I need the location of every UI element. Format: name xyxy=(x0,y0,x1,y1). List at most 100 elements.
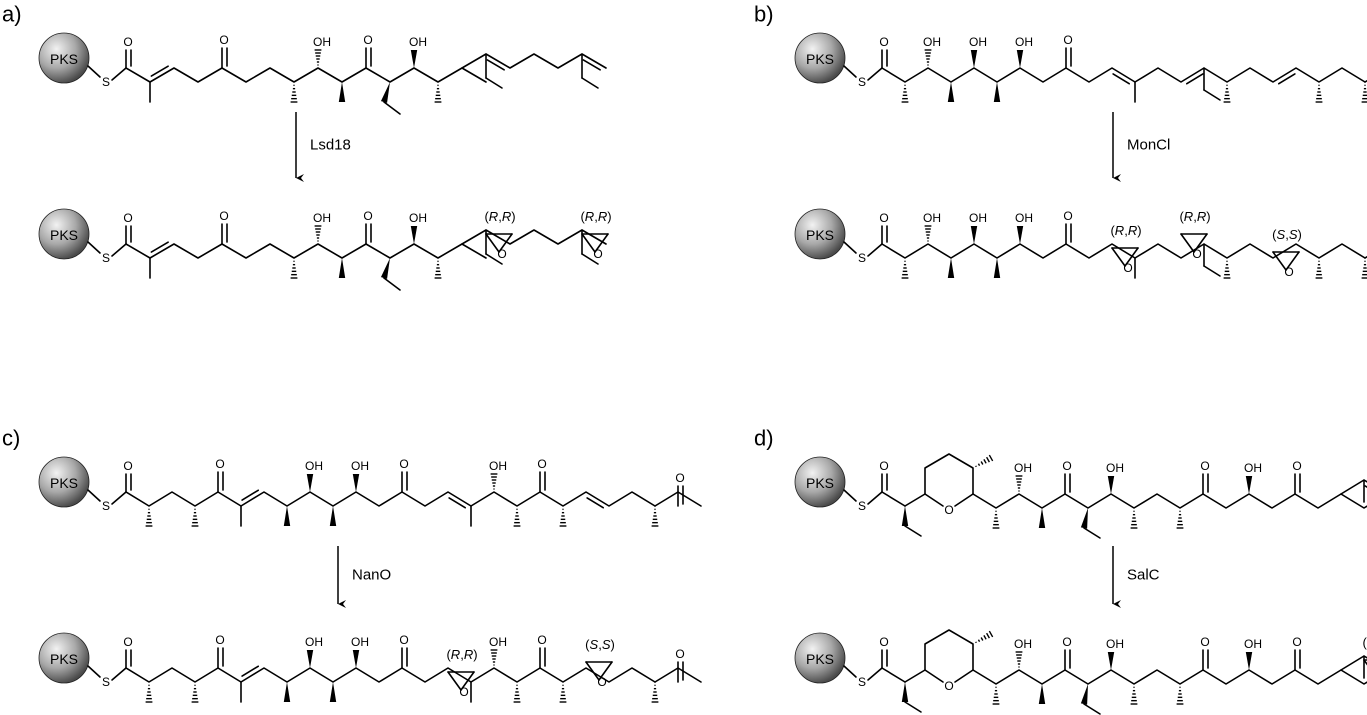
epoxide-ring: O (S,S) xyxy=(1272,227,1302,280)
hash-stroke xyxy=(980,461,984,465)
hash-stroke xyxy=(980,637,984,641)
wedge-bond xyxy=(306,650,314,668)
wedge-bond xyxy=(1080,508,1088,529)
wedge-bond xyxy=(338,258,346,278)
pks-sphere xyxy=(794,32,846,84)
epoxide-oxygen: O xyxy=(597,675,606,689)
pks-domain: PKS xyxy=(38,632,90,684)
chain-bond xyxy=(881,667,906,683)
epoxide-co-bond xyxy=(1272,251,1287,271)
pks-label: PKS xyxy=(50,651,78,667)
hash-bond xyxy=(559,508,567,527)
sulfur-atom: S xyxy=(102,499,110,513)
wedge-bond xyxy=(283,506,291,526)
carbon-chain xyxy=(881,243,1366,259)
ring-oxygen: O xyxy=(944,503,953,517)
ring-bond xyxy=(954,493,974,507)
hash-stroke xyxy=(986,632,990,639)
carbon-chain xyxy=(972,493,1367,509)
carbonyl-oxygen: O xyxy=(123,211,132,225)
epoxide-co-bond xyxy=(581,233,596,253)
epoxide-co-bond xyxy=(485,233,500,253)
wedge-bond xyxy=(993,258,1001,278)
pks-s-bond xyxy=(87,489,101,502)
hash-bond xyxy=(924,49,932,66)
hydroxyl-group: OH xyxy=(1015,35,1033,49)
s-carbonyl-bond xyxy=(111,243,127,257)
hash-bond xyxy=(975,630,994,644)
carbonyl-oxygen: O xyxy=(879,635,888,649)
wedge-bond xyxy=(1080,684,1088,705)
wedge-bond xyxy=(380,258,390,279)
ketone-oxygen: O xyxy=(219,209,228,223)
hash-bond xyxy=(1130,510,1138,529)
hash-bond xyxy=(145,508,153,527)
carbon-chain xyxy=(881,67,1366,83)
hash-bond xyxy=(314,225,322,242)
pks-sphere xyxy=(794,456,846,508)
epoxide-co-bond xyxy=(594,233,609,253)
wedge-bond xyxy=(901,682,909,702)
wedge-bond xyxy=(993,82,1001,102)
hash-stroke xyxy=(975,465,977,468)
sulfur-atom: S xyxy=(102,251,110,265)
stereo-descriptor: (R,R) xyxy=(1179,209,1210,224)
hash-bond xyxy=(490,473,498,490)
hash-bond xyxy=(1361,84,1367,103)
wedge-bond xyxy=(947,258,955,278)
enzyme-label: SalC xyxy=(1127,567,1160,584)
hash-bond xyxy=(651,684,659,703)
epoxide-oxygen: O xyxy=(1284,265,1293,279)
epoxide-ring: O(R,R) xyxy=(1179,209,1210,262)
hash-stroke xyxy=(988,454,994,462)
ethyl-bond xyxy=(1203,265,1221,277)
wedge-bond xyxy=(1107,652,1115,670)
pks-label: PKS xyxy=(50,51,78,67)
ethyl-bond xyxy=(1203,89,1221,101)
carbon-chain xyxy=(125,243,487,259)
hash-bond xyxy=(314,49,322,66)
epoxide-co-bond xyxy=(1124,247,1139,267)
carbon-chain xyxy=(972,669,1367,685)
chain-bond xyxy=(904,669,926,683)
epoxide-ring: O(R,R) xyxy=(484,209,515,262)
hydroxyl-group: OH xyxy=(305,635,323,649)
carbonyl-oxygen: O xyxy=(879,35,888,49)
pks-s-bond xyxy=(87,241,101,254)
stereo-descriptor: (S,S) xyxy=(1272,227,1302,242)
pks-sphere xyxy=(38,32,90,84)
carbonyl-oxygen: O xyxy=(123,635,132,649)
epoxide-oxygen: O xyxy=(1123,261,1132,275)
stereo-descriptor: (S,S) xyxy=(585,637,615,652)
stereo-descriptor: (R,R) xyxy=(1362,635,1367,650)
hydroxyl-group: OH xyxy=(1244,461,1262,475)
double-bond xyxy=(150,241,169,253)
double-bond xyxy=(1277,73,1296,85)
tetrahydropyran-ring: O xyxy=(904,629,994,693)
ketone-oxygen: O xyxy=(537,633,546,647)
hash-bond xyxy=(1223,84,1231,103)
ring-oxygen: O xyxy=(944,679,953,693)
sulfur-atom: S xyxy=(858,499,866,513)
pks-label: PKS xyxy=(806,51,834,67)
hash-bond xyxy=(1176,510,1184,529)
hydroxyl-group: OH xyxy=(1106,461,1124,475)
sulfur-atom: S xyxy=(102,675,110,689)
pks-domain: PKS xyxy=(794,32,846,84)
hydroxyl-group: OH xyxy=(1014,461,1032,475)
s-carbonyl-bond xyxy=(111,67,127,81)
ketone-oxygen: O xyxy=(363,209,372,223)
epoxide-co-bond xyxy=(598,661,613,681)
chain-bond xyxy=(677,667,702,683)
ethyl-bond xyxy=(904,701,922,713)
panel-d: d)PKSSOOOHOOHOOHOSalCPKSSOOOHOOHOOHOO(R,… xyxy=(754,426,1367,715)
ring-bonds xyxy=(924,453,974,495)
hydroxyl-group: OH xyxy=(313,211,331,225)
wedge-bond xyxy=(283,682,291,702)
product-structure: PKSSOOHOHOHOOO(R,R)O(R,R)O(S,S) xyxy=(794,209,1367,280)
